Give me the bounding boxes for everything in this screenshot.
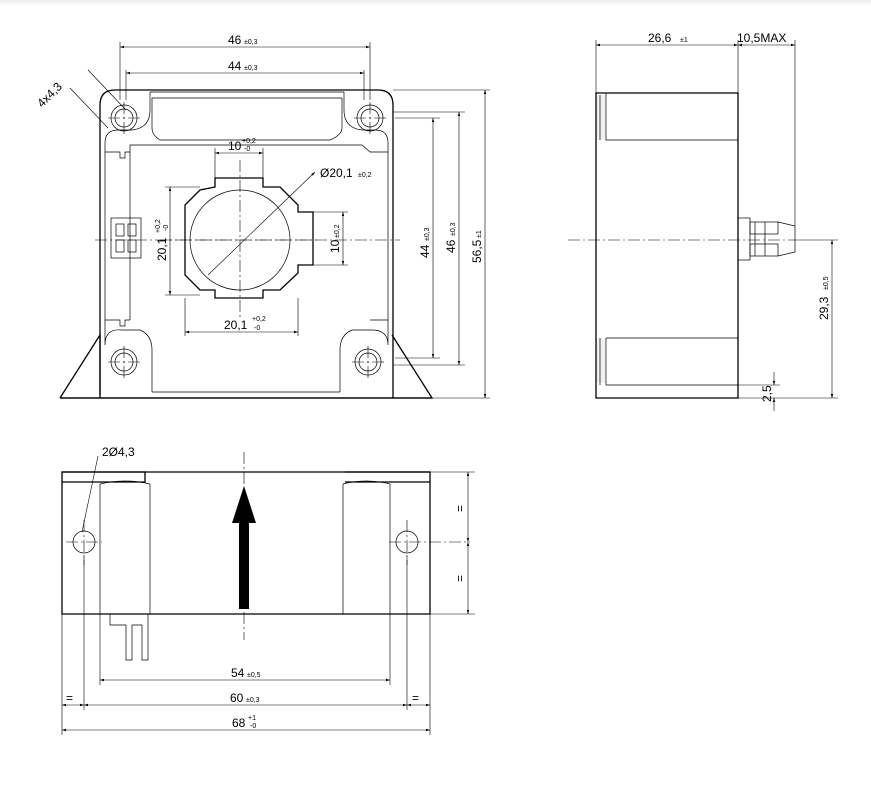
- equal-mark-lower: =: [453, 575, 467, 582]
- connector: [110, 217, 142, 259]
- mount-hole-tr: [354, 102, 386, 134]
- dim-center-height: 29,3: [817, 296, 831, 320]
- top-edge: [0, 0, 871, 6]
- bottom-pins: [109, 614, 149, 661]
- dim-overall-height-tol: ±1: [476, 230, 483, 238]
- dim-depth: 26,6: [648, 31, 672, 45]
- dim-vert-hole-spacing-tol: ±0,3: [424, 227, 431, 241]
- dim-depth-tol: ±1: [680, 37, 688, 44]
- dim-base: 2,5: [760, 385, 774, 402]
- dim-slot-side-tol: ±0,2: [334, 224, 341, 238]
- dim-center-height-tol: ±0,5: [823, 276, 830, 290]
- dim-vert-width: 46: [444, 239, 458, 253]
- dim-pin-max: 10,5MAX: [737, 31, 786, 45]
- dim-aperture-height-tol-lower: -0: [163, 225, 170, 231]
- bottom-hole-right: [389, 520, 470, 565]
- dim-aperture-width-tol-lower: -0: [254, 325, 260, 332]
- equal-mark-upper: =: [453, 505, 467, 512]
- dim-aperture-width: 20,1: [224, 318, 248, 332]
- dim-slot-top: 10: [228, 139, 242, 153]
- mount-hole-tl: [108, 102, 140, 134]
- equal-mark-left: =: [66, 691, 73, 705]
- bottom-hole-left: [66, 520, 102, 565]
- dim-68: 68: [232, 716, 246, 730]
- dim-slot-top-tol-upper: +0,2: [242, 138, 256, 145]
- dim-aperture-diameter: Ø20,1: [320, 166, 353, 180]
- mount-hole-br: [352, 346, 384, 378]
- dim-60: 60: [230, 691, 244, 705]
- dim-aperture-diameter-tol: ±0,2: [358, 172, 372, 179]
- dim-aperture-height-tol-upper: +0,2: [155, 219, 162, 233]
- dim-slot-top-tol-lower: -0: [244, 146, 250, 153]
- dim-68-tol-lower: -0: [250, 723, 256, 730]
- dim-overall-width: 46: [228, 33, 242, 47]
- equal-mark-right: =: [412, 691, 419, 705]
- side-view: 26,6 ±1 10,5MAX 29,3 ±0,5 2,5: [568, 31, 838, 411]
- front-view: 46 ±0,3 44 ±0,3 4x4,3 10 +0,2 -0 Ø20,1 ±…: [34, 33, 490, 399]
- connector-pins: [737, 217, 796, 261]
- current-direction-arrow: [232, 486, 256, 609]
- dim-overall-height: 56,5: [470, 239, 484, 263]
- dim-aperture-width-tol-upper: +0,2: [252, 316, 266, 323]
- dim-vert-width-tol: ±0,3: [450, 222, 457, 236]
- dim-54-tol: ±0,5: [247, 672, 261, 679]
- dim-hole-spacing-tol: ±0,3: [244, 65, 258, 72]
- dim-slot-side: 10: [328, 239, 342, 253]
- dim-mounting-holes: 4x4,3: [34, 79, 65, 110]
- dim-holes: 2Ø4,3: [102, 445, 135, 459]
- bottom-view: 2Ø4,3 54 ±0,5 60 ±0,3 68 +1 -0 = = = =: [61, 445, 475, 735]
- dim-hole-spacing: 44: [228, 59, 242, 73]
- dim-60-tol: ±0,3: [246, 697, 260, 704]
- dim-vert-hole-spacing: 44: [418, 244, 432, 258]
- dim-overall-width-tol: ±0,3: [244, 39, 258, 46]
- dim-68-tol-upper: +1: [248, 715, 256, 722]
- mount-hole-bl: [108, 346, 140, 378]
- dim-54: 54: [231, 666, 245, 680]
- dim-aperture-height: 20,1: [155, 237, 169, 261]
